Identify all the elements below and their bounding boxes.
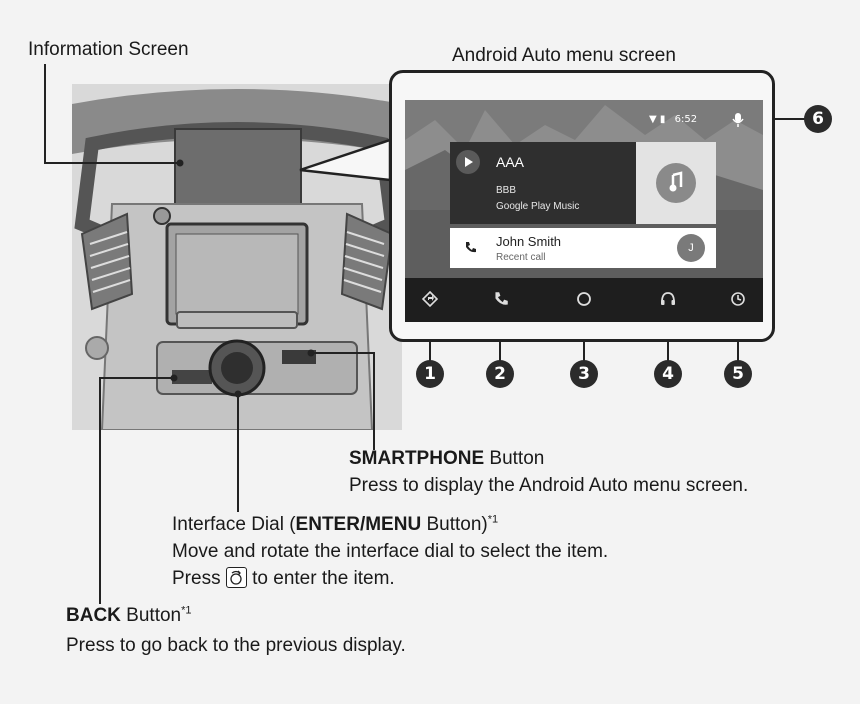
- headphones-icon[interactable]: [660, 291, 676, 312]
- callout-2: 2: [486, 360, 514, 388]
- right-vent: [340, 212, 394, 311]
- smartphone-button-shape: [282, 350, 316, 364]
- callout-3: 3: [570, 360, 598, 388]
- now-playing-card[interactable]: AAA BBB Google Play Music: [450, 142, 636, 224]
- track-title: AAA: [496, 154, 525, 170]
- overview-icon[interactable]: [730, 291, 746, 312]
- interface-dial-prefix: Interface Dial (: [172, 514, 296, 535]
- contact-subtitle: Recent call: [496, 252, 546, 263]
- interface-dial-line2-suffix: to enter the item.: [246, 568, 395, 589]
- wifi-icon: ▼: [649, 114, 657, 125]
- navigation-icon[interactable]: [421, 290, 439, 312]
- interface-dial-footnote: *1: [487, 513, 499, 526]
- android-auto-screen: ▼ ▮ 6:52 AAA BBB Google Play Music John …: [405, 100, 763, 322]
- music-note-icon: [656, 163, 696, 203]
- contact-avatar: J: [677, 234, 705, 262]
- information-screen-label: Information Screen: [28, 39, 189, 60]
- interface-dial-label: Interface Dial (ENTER/MENU Button)*1: [172, 513, 498, 537]
- interface-dial-line2: Press to enter the item.: [172, 566, 395, 591]
- left-vent: [80, 212, 134, 311]
- recent-call-card[interactable]: John Smith Recent call J: [450, 228, 716, 268]
- back-name: BACK: [66, 605, 121, 626]
- album-art: [636, 142, 716, 224]
- phone-icon: [464, 241, 477, 257]
- microphone-icon[interactable]: [732, 112, 744, 131]
- interface-dial-line2-prefix: Press: [172, 568, 226, 589]
- android-auto-menu-label: Android Auto menu screen: [452, 45, 676, 66]
- play-icon[interactable]: [456, 150, 480, 174]
- status-time: 6:52: [674, 114, 698, 125]
- enter-button-icon: [225, 567, 247, 588]
- interface-dial-suffix: Button): [421, 514, 488, 535]
- nav-bar: [405, 278, 763, 322]
- smartphone-description: Press to display the Android Auto menu s…: [349, 475, 749, 496]
- status-bar: ▼ ▮ 6:52: [649, 114, 697, 125]
- callout-5: 5: [724, 360, 752, 388]
- battery-icon: ▮: [659, 114, 666, 125]
- smartphone-button-label: SMARTPHONE Button: [349, 447, 544, 471]
- callout-6: 6: [804, 105, 832, 133]
- phone-nav-icon[interactable]: [493, 291, 509, 312]
- home-icon[interactable]: [576, 291, 592, 312]
- callout-4: 4: [654, 360, 682, 388]
- interface-dial-line1: Move and rotate the interface dial to se…: [172, 541, 609, 562]
- back-footnote: *1: [181, 604, 192, 617]
- back-suffix: Button: [120, 605, 182, 626]
- dashboard-illustration: [72, 84, 402, 430]
- back-description: Press to go back to the previous display…: [66, 635, 406, 656]
- interface-dial-name: ENTER/MENU: [295, 514, 422, 535]
- back-button-label: BACK Button*1: [66, 604, 192, 628]
- smartphone-suffix: Button: [484, 448, 545, 469]
- contact-name: John Smith: [496, 234, 562, 249]
- track-source: Google Play Music: [496, 201, 580, 212]
- back-button-shape: [172, 370, 212, 384]
- track-artist: BBB: [496, 185, 517, 196]
- smartphone-name: SMARTPHONE: [349, 448, 485, 469]
- callout-1: 1: [416, 360, 444, 388]
